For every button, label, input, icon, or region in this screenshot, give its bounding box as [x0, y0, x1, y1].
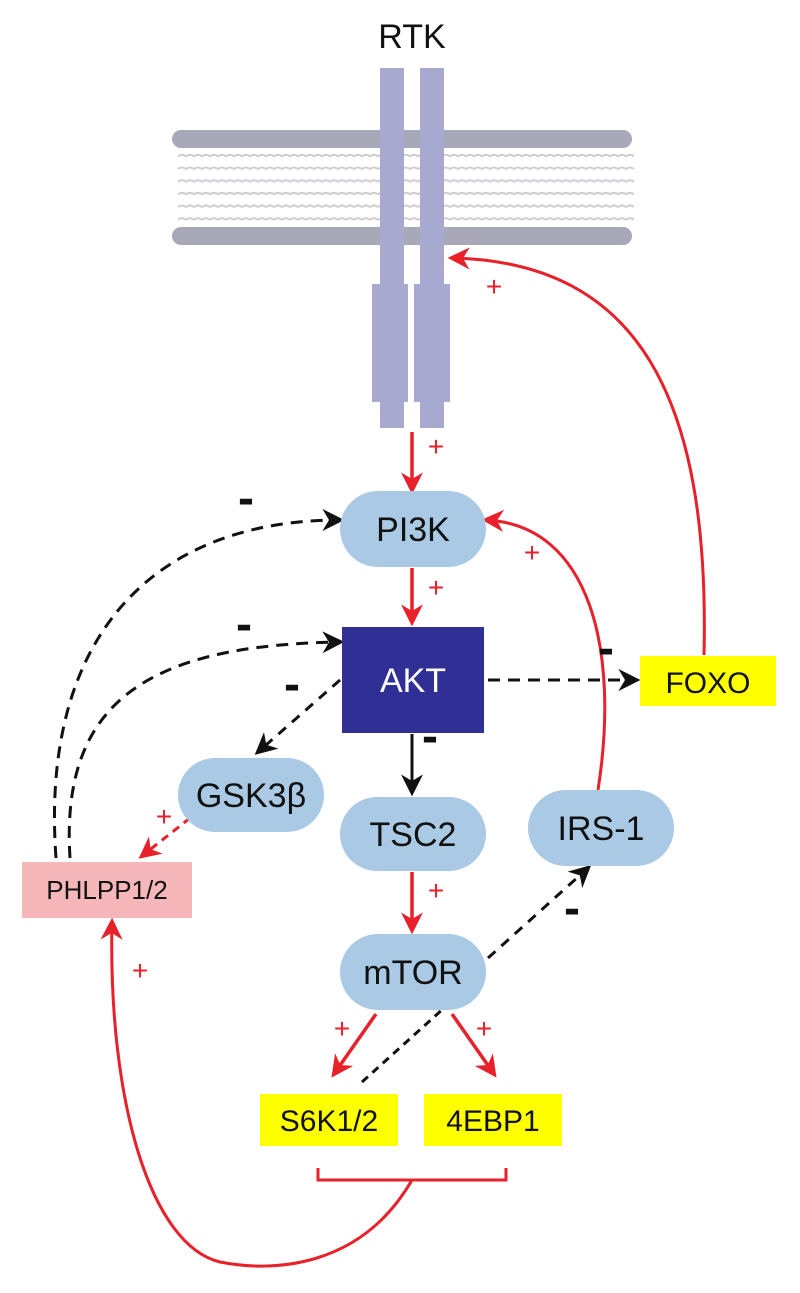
edge-irs1-to-pi3k: [481, 509, 607, 791]
rtk-right-kinase-domain: [414, 284, 450, 402]
node-irs1-label: IRS-1: [558, 810, 645, 848]
membrane-tail-row: [177, 153, 635, 158]
edge-gsk3b-to-phlpp: [138, 816, 191, 859]
node-pi3k-label: PI3K: [376, 511, 450, 549]
edges: [53, 247, 706, 1268]
membrane-tail-row: [177, 217, 635, 221]
node-mtor: mTOR: [340, 934, 486, 1010]
sign-akt-to-foxo: -: [598, 622, 614, 675]
edge-signs: + + + + - - - - - + + - + + +: [132, 271, 614, 1044]
node-tsc2: TSC2: [340, 797, 486, 871]
membrane-tail-row: [177, 191, 635, 196]
sign-akt-to-tsc2: -: [422, 710, 438, 763]
node-akt: AKT: [342, 627, 484, 733]
edge-mtor-to-s6k: [331, 1012, 378, 1078]
membrane-tail-row: [177, 179, 635, 183]
sign-phlpp-to-akt: -: [236, 598, 252, 651]
membrane-tails: [177, 153, 635, 221]
node-tsc2-label: TSC2: [370, 816, 457, 854]
sign-akt-to-gsk3b: -: [284, 658, 300, 711]
edge-foxo-to-rtk: [447, 247, 706, 656]
node-4ebp1-label: 4EBP1: [446, 1105, 539, 1138]
nodes: PI3K AKT GSK3β TSC2 IRS-1 mTOR FOXO PHL: [22, 491, 776, 1146]
rtk-label: RTK: [378, 18, 446, 56]
sign-irs1-to-pi3k: +: [524, 537, 540, 568]
node-gsk3b: GSK3β: [178, 758, 324, 832]
edge-mtor-to-irs1: [486, 865, 592, 960]
node-phlpp-label: PHLPP1/2: [46, 875, 167, 905]
node-foxo: FOXO: [640, 656, 776, 706]
sign-mtor-to-s6k: +: [334, 1013, 350, 1044]
membrane-tail-row: [177, 204, 635, 209]
node-gsk3b-label: GSK3β: [196, 777, 306, 815]
edge-phlpp-to-pi3k: [53, 509, 345, 859]
node-s6k-label: S6K1/2: [280, 1105, 378, 1138]
sign-mtor-to-irs1: -: [564, 882, 580, 935]
node-mtor-label: mTOR: [363, 954, 462, 992]
sign-phlpp-to-pi3k: -: [238, 472, 254, 525]
node-phlpp: PHLPP1/2: [22, 862, 192, 918]
node-akt-label: AKT: [380, 662, 446, 700]
sign-foxo-to-rtk: +: [486, 271, 502, 302]
node-s6k: S6K1/2: [260, 1094, 398, 1146]
edge-akt-to-gsk3b: [254, 678, 341, 755]
sign-rtk-to-pi3k: +: [428, 431, 444, 462]
sign-gsk3b-to-phlpp: +: [156, 801, 172, 832]
edge-feedback-to-phlpp: [100, 917, 414, 1268]
edge-phlpp-to-akt: [67, 631, 345, 859]
sign-pi3k-to-akt: +: [428, 572, 444, 603]
rtk-left-kinase-domain: [372, 284, 408, 402]
rtk-receptor: RTK: [372, 18, 450, 428]
node-foxo-label: FOXO: [665, 667, 750, 700]
edge-s6k-to-mtor: [360, 1006, 446, 1084]
sign-mtor-to-4ebp1: +: [476, 1013, 492, 1044]
node-4ebp1: 4EBP1: [424, 1094, 562, 1146]
edge-feedback-bracket: [316, 1168, 508, 1182]
sign-tsc2-to-mtor: +: [428, 875, 444, 906]
node-irs1: IRS-1: [528, 790, 674, 866]
edge-mtor-to-4ebp1: [450, 1012, 497, 1078]
sign-feedback-to-phlpp: +: [132, 955, 148, 986]
node-pi3k: PI3K: [340, 491, 486, 567]
membrane-tail-row: [177, 166, 635, 171]
